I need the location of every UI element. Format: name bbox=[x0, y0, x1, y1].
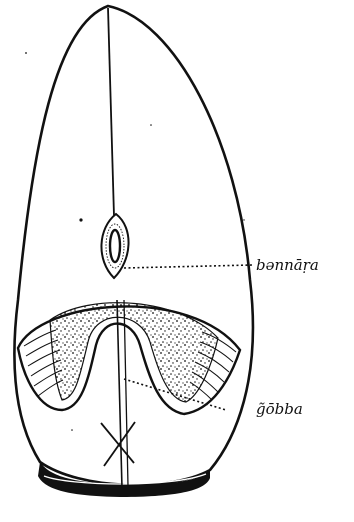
upper-label: bənnāṛa bbox=[256, 256, 319, 274]
center-line-lower bbox=[117, 300, 122, 488]
seed-outline bbox=[14, 6, 253, 485]
upper-leader-line bbox=[124, 265, 252, 268]
upper-organ-core bbox=[110, 230, 120, 262]
lower-label: g̃ōbba bbox=[256, 400, 303, 418]
center-line bbox=[108, 8, 114, 216]
cross-strokes bbox=[101, 422, 135, 466]
